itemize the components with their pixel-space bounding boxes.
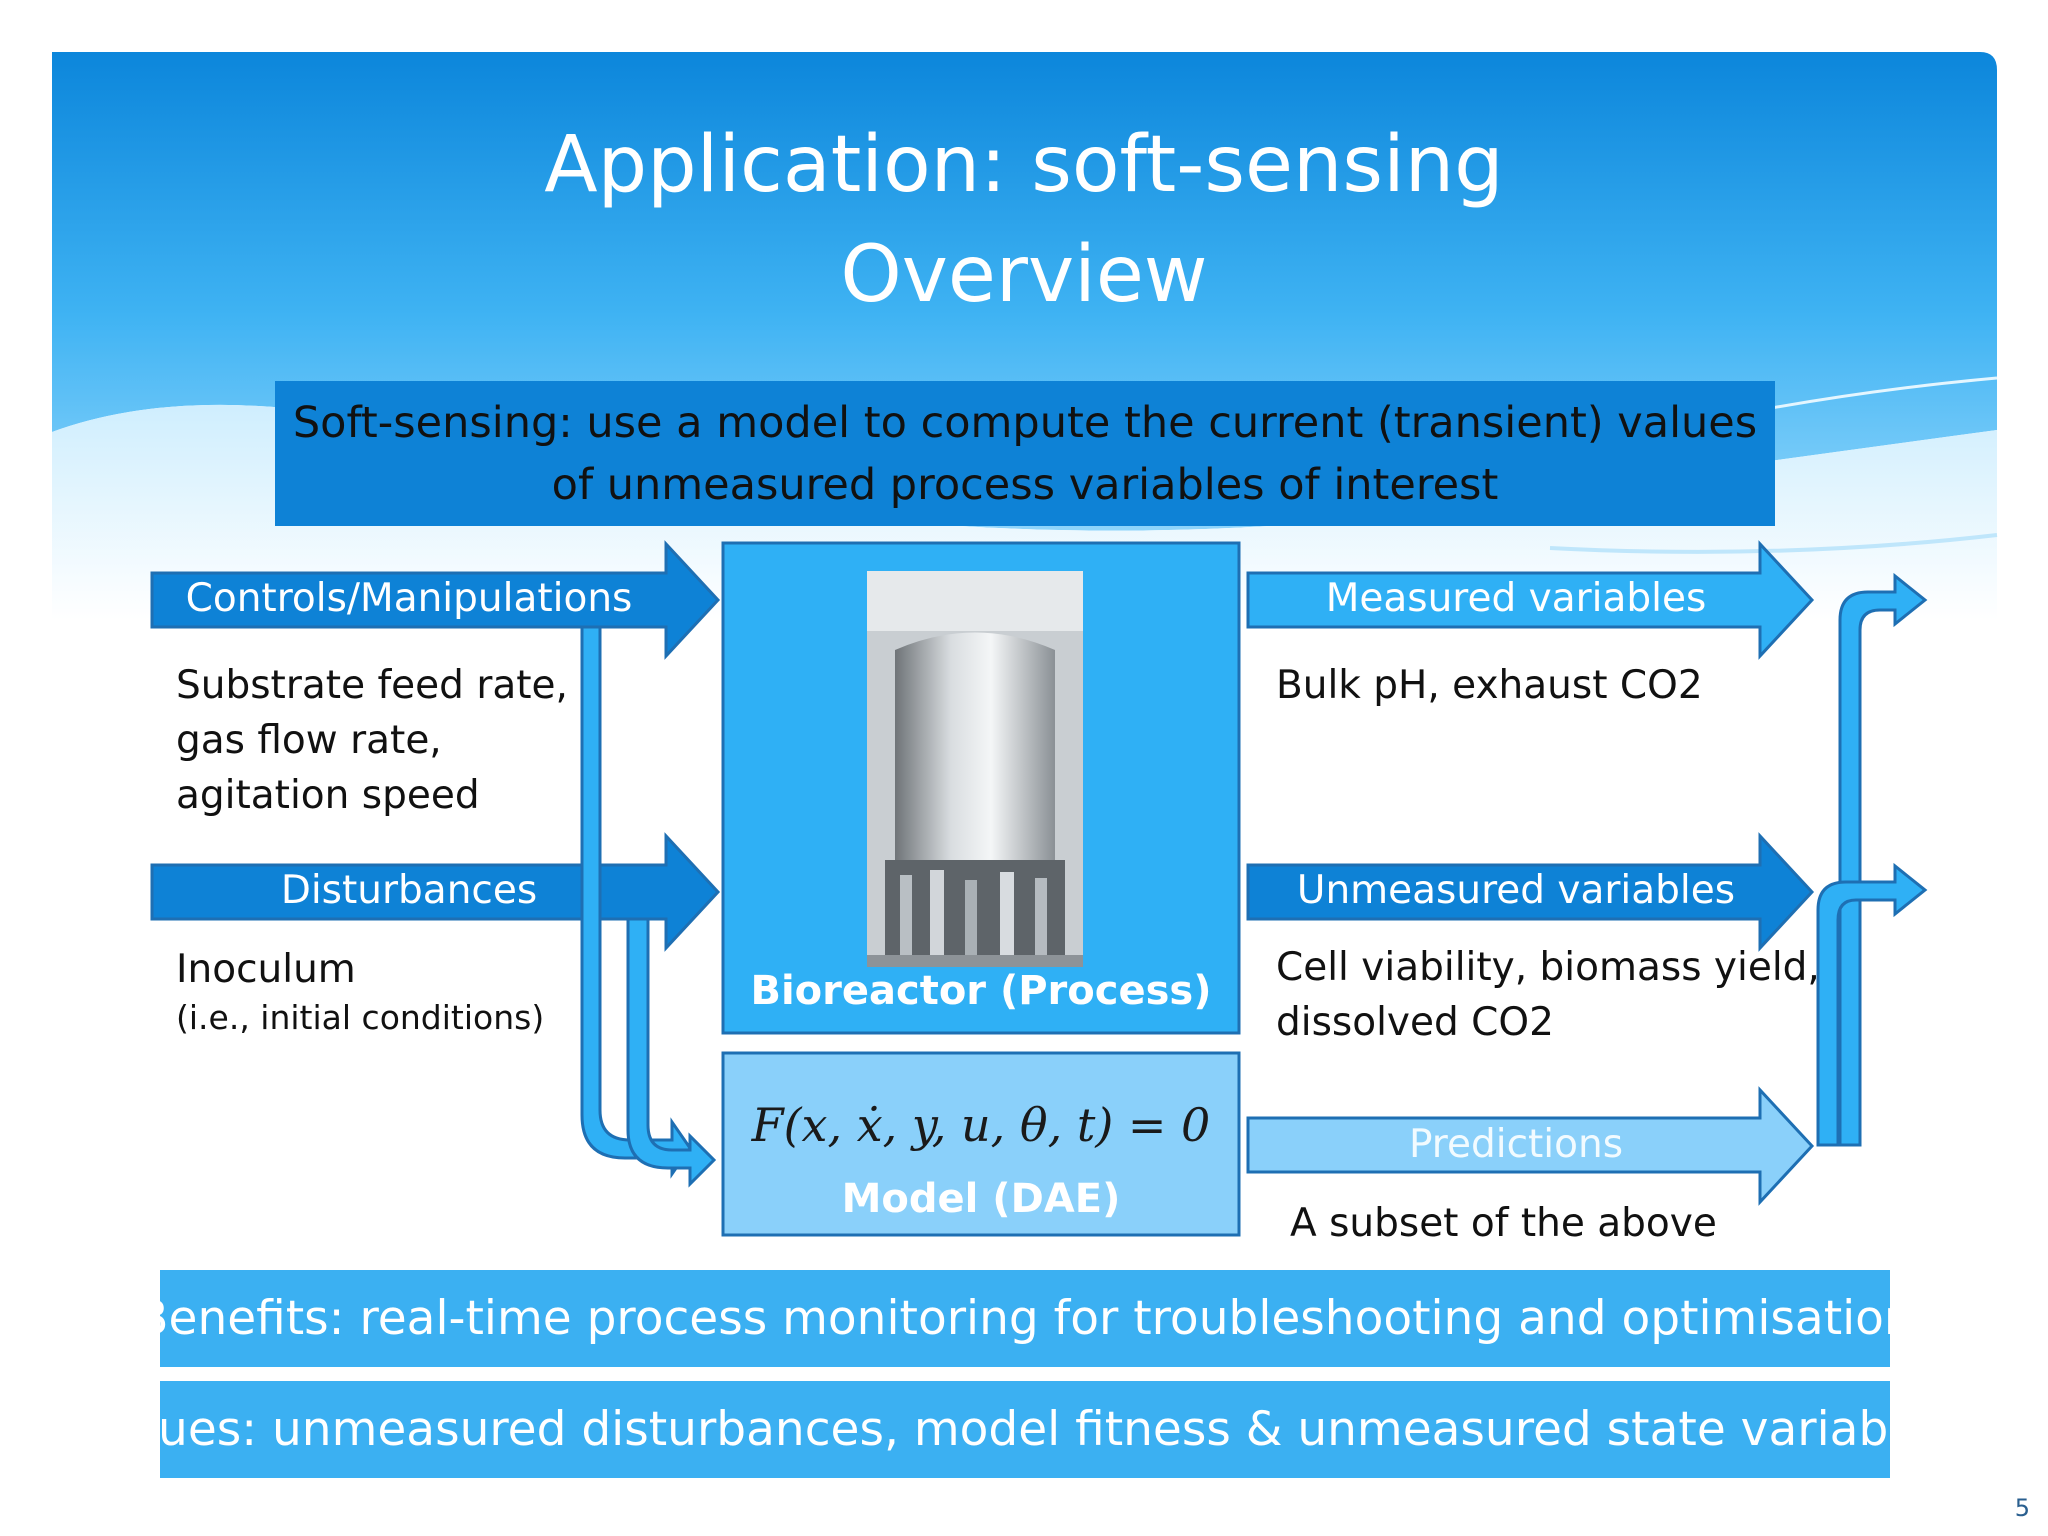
measured-variables-label: Measured variables — [1325, 576, 1707, 621]
controls-item: agitation speed — [176, 773, 480, 818]
controls-label: Controls/Manipulations — [185, 576, 633, 621]
slide-title-line1: Application: soft-sensing — [544, 120, 1504, 210]
predictions-arrow — [1246, 1086, 1815, 1206]
unmeasured-variables-label: Unmeasured variables — [1296, 868, 1736, 913]
slide-title-line2: Overview — [840, 230, 1208, 320]
predictions-to-unmeasured-arrow — [1816, 862, 1928, 1147]
predictions-to-measured-arrow — [1838, 572, 1928, 1147]
controls-item: Substrate feed rate, — [176, 663, 568, 708]
predictions-note: A subset of the above — [1290, 1201, 1717, 1246]
controls-item: gas flow rate, — [176, 718, 442, 763]
bioreactor-photo-icon — [867, 571, 1083, 967]
predictions-label: Predictions — [1408, 1122, 1624, 1167]
process-label: Bioreactor (Process) — [750, 968, 1212, 1014]
measured-items: Bulk pH, exhaust CO2 — [1276, 663, 1703, 708]
measured-variables-arrow — [1246, 540, 1815, 660]
unmeasured-variables-arrow — [1246, 832, 1815, 952]
definition-line2: of unmeasured process variables of inter… — [551, 459, 1499, 510]
controls-items: Substrate feed rate, gas flow rate, agit… — [176, 658, 568, 823]
issues-banner: Issues: unmeasured disturbances, model f… — [95, 1381, 1955, 1478]
definition-box: Soft-sensing: use a model to compute the… — [275, 381, 1775, 526]
unmeasured-item: dissolved CO2 — [1276, 1000, 1554, 1045]
disturbances-item: Inoculum — [176, 947, 356, 992]
disturbances-note: (i.e., initial conditions) — [176, 998, 545, 1037]
benefits-banner: Benefits: real-time process monitoring f… — [136, 1270, 1914, 1367]
disturbances-arrow — [150, 832, 721, 952]
model-label: Model (DAE) — [841, 1176, 1121, 1222]
unmeasured-item: Cell viability, biomass yield, — [1276, 945, 1820, 990]
disturbances-to-model-arrow — [626, 917, 717, 1188]
page-number: 5 — [2014, 1494, 2030, 1522]
controls-arrow — [150, 540, 721, 660]
disturbances-label: Disturbances — [280, 868, 538, 913]
model-equation: F(x, ẋ, y, u, θ, t) = 0 — [751, 1098, 1211, 1152]
controls-to-model-arrow — [580, 625, 692, 1179]
model-box — [721, 1051, 1241, 1237]
definition-line1: Soft-sensing: use a model to compute the… — [292, 397, 1758, 448]
unmeasured-items: Cell viability, biomass yield, dissolved… — [1276, 940, 1820, 1050]
